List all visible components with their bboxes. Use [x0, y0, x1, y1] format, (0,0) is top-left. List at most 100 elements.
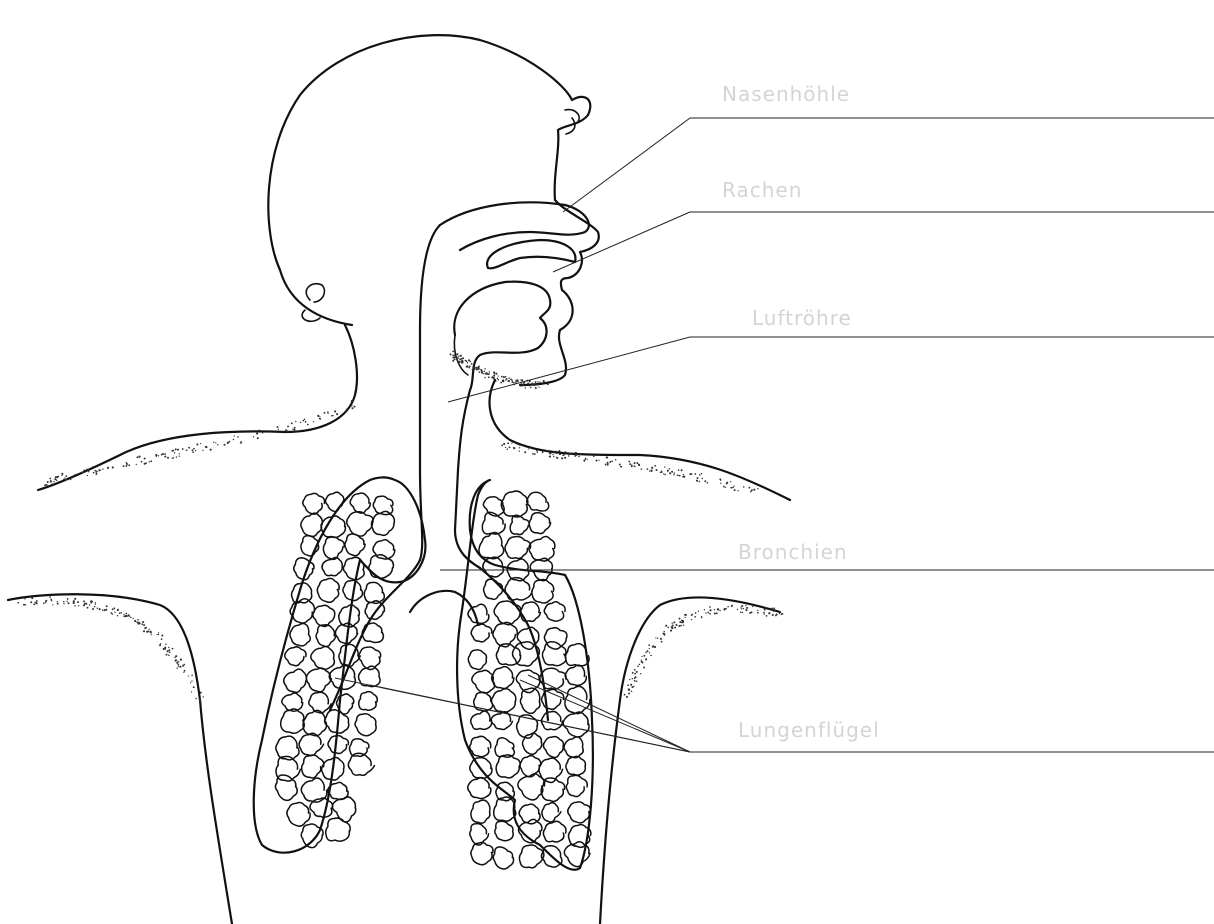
stipple-dot [237, 436, 239, 438]
stipple-dot [757, 610, 758, 611]
stipple-dot [319, 416, 320, 417]
stipple-dot [482, 373, 483, 374]
stipple-dot [641, 656, 642, 657]
alveolus [563, 712, 589, 737]
stipple-dot [509, 446, 511, 448]
stipple-dot [570, 453, 572, 455]
stipple-dot [452, 356, 454, 358]
stipple-dot [141, 461, 143, 463]
stipple-dot [663, 473, 664, 474]
stipple-dot [33, 603, 35, 605]
stipple-dot [300, 422, 301, 423]
stipple-dot [73, 601, 75, 603]
label-bronchus: Bronchien [738, 540, 848, 564]
stipple-dot [287, 425, 289, 427]
stipple-dot [549, 453, 550, 454]
stipple-dot [524, 451, 526, 453]
stipple-dot [482, 371, 483, 372]
stipple-dot [128, 614, 130, 616]
stipple-dot [661, 641, 662, 642]
stipple-dot [730, 481, 731, 482]
stipple-dot [163, 648, 165, 650]
stipple-dot [179, 666, 181, 668]
stipple-dot [125, 613, 127, 615]
stipple-dot [683, 474, 684, 475]
stipple-dot [743, 486, 745, 488]
stipple-dot [206, 446, 208, 448]
stipple-dot [707, 612, 709, 614]
leader-alveoli-2 [370, 685, 690, 752]
stipple-dot [606, 457, 608, 459]
stipple-dot [638, 464, 640, 466]
alveolus [309, 692, 331, 713]
stipple-dot [114, 607, 115, 608]
stipple-dot [478, 371, 480, 373]
stipple-dot [456, 353, 458, 355]
stipple-dot [149, 461, 150, 462]
stipple-dot [143, 624, 145, 626]
stipple-dot [561, 457, 563, 459]
trachea-right-wall [455, 390, 480, 568]
stipple-dot [150, 631, 152, 633]
stipple-dot [93, 472, 95, 474]
stipple-dot [669, 472, 671, 474]
stipple-dot [132, 618, 133, 619]
stipple-dot [334, 410, 336, 412]
stipple-dot [292, 428, 293, 429]
stipple-dot [458, 357, 459, 358]
stipple-dot [523, 385, 524, 386]
alveolus [313, 605, 335, 626]
label-nose: Nasenhöhle [722, 82, 850, 106]
stipple-dot [294, 427, 296, 429]
stipple-dot [159, 644, 161, 646]
stipple-dot [716, 612, 718, 614]
alveolus [519, 845, 543, 868]
stipple-dot [494, 373, 496, 375]
left-arm-outline [8, 594, 232, 924]
stipple-dot [605, 464, 607, 466]
stipple-dot [745, 605, 746, 606]
stipple-dot [586, 459, 587, 460]
stipple-dot [70, 479, 71, 480]
label-trachea: Luftröhre [752, 306, 852, 330]
stipple-dot [165, 643, 167, 645]
stipple-dot [454, 351, 456, 353]
stipple-dot [624, 694, 626, 696]
stipple-dot [61, 475, 62, 476]
stipple-dot [63, 479, 64, 480]
stipple-dot [164, 646, 166, 648]
stipple-dot [43, 602, 45, 604]
stipple-dot [178, 666, 179, 667]
stipple-dot [25, 604, 27, 606]
stipple-dot [130, 616, 132, 618]
stipple-dot [167, 457, 169, 459]
stipple-dot [655, 637, 656, 638]
stipple-dot [92, 466, 93, 467]
stipple-dot [503, 376, 505, 378]
stipple-dot [47, 481, 49, 483]
stipple-dot [694, 616, 696, 618]
stipple-dot [136, 464, 137, 465]
stipple-dot [191, 675, 193, 677]
stipple-dot [704, 609, 705, 610]
stipple-dot [233, 439, 235, 441]
stipple-dot [98, 469, 100, 471]
alveolus [493, 847, 513, 869]
stipple-dot [568, 455, 569, 456]
alveolus [302, 755, 324, 778]
stipple-dot [775, 615, 777, 617]
stipple-dot [195, 450, 196, 451]
stipple-dot [324, 412, 326, 414]
alveolus [505, 537, 531, 559]
leader-pharynx [553, 212, 690, 272]
stipple-dot [474, 367, 476, 369]
stipple-dot [51, 600, 52, 601]
stipple-dot [752, 606, 753, 607]
stipple-dot [495, 381, 496, 382]
stipple-dot [636, 671, 638, 673]
stipple-dot [177, 661, 178, 662]
stipple-dot [667, 470, 669, 472]
alveolus [306, 668, 331, 692]
stipple-dot [578, 456, 580, 458]
stipple-dot [537, 381, 538, 382]
